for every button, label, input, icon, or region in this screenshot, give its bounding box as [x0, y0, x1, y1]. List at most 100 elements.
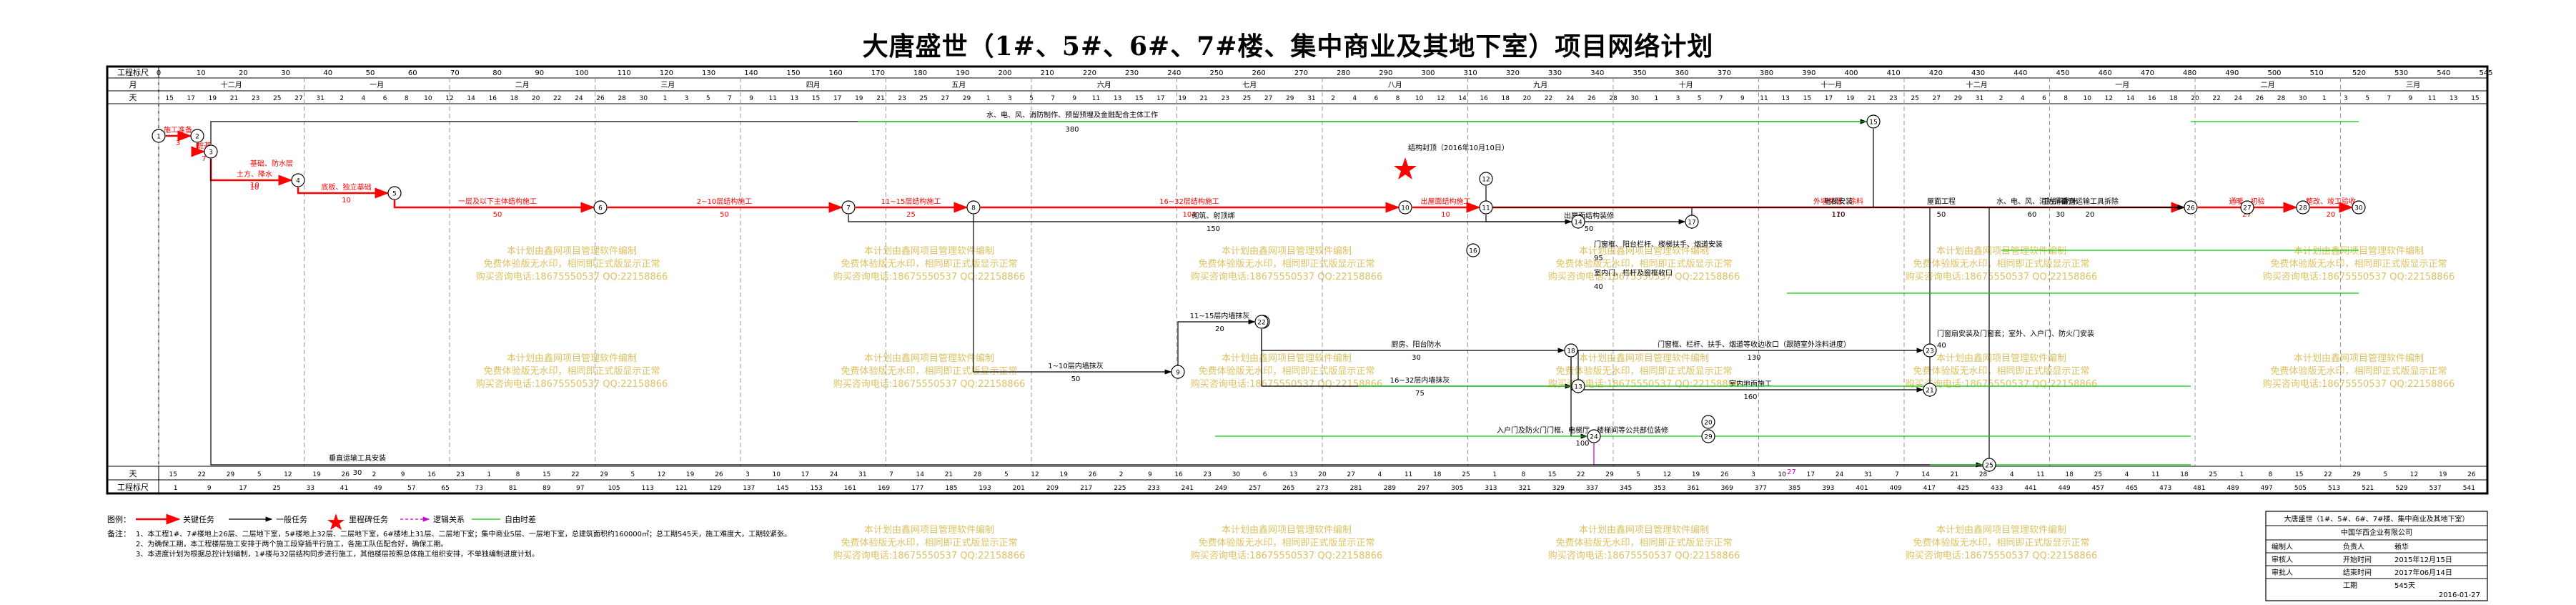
bottom-day-label: 8	[1522, 471, 1526, 478]
bottom-count-label: 497	[2261, 485, 2273, 492]
watermark-text: 本计划由鑫网项目管理软件编制	[2294, 353, 2424, 364]
day-tick-label: 23	[898, 95, 906, 102]
event-node	[1571, 379, 1585, 393]
scale-tick-label: 400	[1844, 69, 1858, 77]
scale-tick-label: 520	[2352, 69, 2366, 77]
scale-tick-label: 350	[1633, 69, 1646, 77]
activity-arrow-a28	[1261, 329, 1565, 353]
legend-critical-label: 关键任务	[183, 514, 214, 524]
activity-arrow-a20	[848, 215, 1572, 225]
bottom-count-label: 257	[1249, 485, 1261, 492]
day-tick-label: 24	[1566, 95, 1575, 102]
activity-duration-a25: 75	[1415, 390, 1425, 398]
bottom-count-label: 65	[441, 485, 449, 492]
bottom-day-label: 5	[1636, 471, 1640, 478]
bottom-count-label: 473	[2159, 485, 2171, 492]
bottom-count-label: 281	[1350, 485, 1362, 492]
bottom-day-label: 12	[658, 471, 665, 478]
bottom-count-label: 409	[1890, 485, 1902, 492]
activity-duration-a18: 50	[1937, 211, 1946, 219]
bottom-count-label: 17	[239, 485, 247, 492]
event-node-number: 30	[2354, 205, 2363, 212]
day-row-label: 天	[129, 93, 137, 102]
watermark-text: 本计划由鑫网项目管理软件编制	[1936, 245, 2066, 257]
day-tick-label: 14	[2126, 95, 2135, 102]
bottom-scale-row-label: 工程标尺	[117, 482, 149, 492]
bottom-count-label: 353	[1653, 485, 1665, 492]
bottom-count-label: 233	[1147, 485, 1159, 492]
scale-tick-label: 140	[744, 69, 758, 77]
activity-duration-a27: 40	[1937, 342, 1946, 350]
bottom-count-label: 417	[1923, 485, 1936, 492]
day-tick-label: 7	[1051, 95, 1055, 102]
event-node	[1564, 343, 1578, 358]
scale-tick-label: 440	[2013, 69, 2027, 77]
day-tick-label: 3	[1676, 95, 1680, 102]
day-tick-label: 1	[1654, 95, 1658, 102]
activity-arrow-a24	[1177, 319, 1256, 379]
bottom-count-label: 153	[811, 485, 823, 492]
activity-label-a22: 室内门、栏杆及窗框收口	[1594, 268, 1673, 277]
day-tick-label: 2	[1331, 95, 1335, 102]
bottom-day-label: 24	[830, 471, 838, 478]
day-tick-label: 28	[1609, 95, 1618, 102]
bottom-count-label: 433	[1991, 485, 2003, 492]
day-tick-label: 28	[2277, 95, 2286, 102]
bottom-count-label: 449	[2059, 485, 2071, 492]
activity-label-a30: 卫生间防水	[2043, 197, 2079, 206]
bottom-day-label: 19	[1059, 471, 1068, 478]
activity-duration-a24: 20	[1215, 325, 1224, 333]
bottom-count-label: 129	[709, 485, 721, 492]
scale-tick-label: 90	[535, 69, 544, 77]
bottom-day-label: 1	[1492, 471, 1497, 478]
bottom-day-label: 12	[2410, 471, 2418, 478]
activity-duration-a7: 50	[720, 211, 729, 219]
day-tick-label: 18	[510, 95, 519, 102]
bottom-day-label: 3	[745, 471, 750, 478]
event-node	[1571, 215, 1585, 229]
activity-duration-a26: 130	[1747, 354, 1760, 362]
activity-duration-a4: 10	[250, 182, 259, 190]
bottom-day-label: 21	[1951, 471, 1958, 478]
bottom-day-label: 26	[1089, 471, 1097, 478]
day-tick-label: 15	[812, 95, 820, 102]
legend-normal-label: 一般任务	[276, 515, 307, 524]
day-tick-label: 1	[663, 95, 668, 102]
activity-duration-a12: 170	[1831, 211, 1845, 219]
watermark-text: 本计划由鑫网项目管理软件编制	[507, 245, 637, 257]
bottom-count-label: 1	[174, 485, 178, 492]
event-node	[1479, 172, 1493, 186]
day-tick-label: 1	[2322, 95, 2327, 102]
activity-duration-a17: 110	[1831, 211, 1845, 219]
bottom-day-label: 13	[1289, 471, 1297, 478]
bottom-day-label: 11	[2036, 471, 2044, 478]
event-node-number: 7	[846, 205, 851, 212]
scale-tick-label: 170	[871, 69, 885, 77]
scale-tick-label: 500	[2267, 69, 2281, 77]
scale-tick-label: 290	[1379, 69, 1392, 77]
bottom-day-label: 24	[1836, 471, 1844, 478]
event-node	[1685, 215, 1699, 229]
activity-arrow-a16	[1873, 129, 2185, 210]
day-tick-label: 29	[1286, 95, 1294, 102]
activity-label-a18: 屋面工程	[1927, 197, 1956, 206]
scale-tick-label: 280	[1337, 69, 1350, 77]
scale-tick-label: 250	[1209, 69, 1223, 77]
bottom-day-label: 26	[342, 471, 350, 478]
watermark-text: 免费体验版无水印，相同即正式版显示正常	[2270, 365, 2447, 377]
scale-tick-label: 30	[281, 69, 290, 77]
bottom-count-label: 49	[374, 485, 382, 492]
day-tick-label: 16	[1480, 95, 1488, 102]
event-node	[1923, 343, 1937, 358]
event-node-number: 18	[1567, 348, 1575, 355]
bottom-day-label: 18	[1433, 471, 1442, 478]
scale-tick-label: 10	[197, 69, 206, 77]
activity-duration-a6: 50	[493, 211, 502, 219]
bottom-count-label: 217	[1080, 485, 1092, 492]
bottom-count-label: 513	[2328, 485, 2340, 492]
day-tick-label: 26	[596, 95, 605, 102]
bottom-day-label: 15	[2295, 471, 2303, 478]
bottom-day-label: 14	[916, 471, 925, 478]
day-tick-label: 18	[1502, 95, 1510, 102]
scale-tick-label: 545	[2479, 69, 2492, 77]
